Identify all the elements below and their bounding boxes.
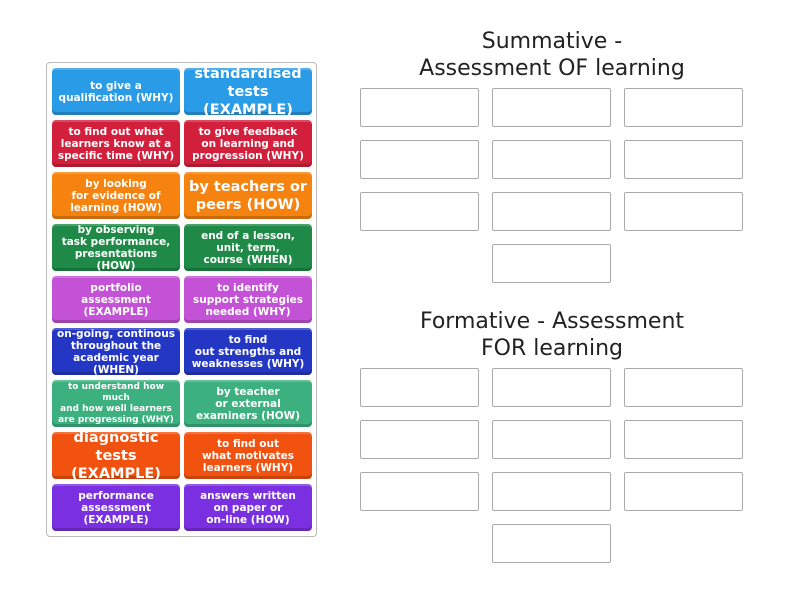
draggable-tile[interactable]: on-going, continous throughout the acade… xyxy=(52,328,180,376)
draggable-tile[interactable]: answers written on paper or on-line (HOW… xyxy=(184,484,312,531)
summative-drop-slot[interactable] xyxy=(492,140,611,179)
draggable-tile[interactable]: end of a lesson, unit, term, course (WHE… xyxy=(184,224,312,271)
draggable-tile[interactable]: by teachers or peers (HOW) xyxy=(184,172,312,219)
draggable-tile[interactable]: diagnostic tests (EXAMPLE) xyxy=(52,430,180,482)
draggable-tile[interactable]: performance assessment (EXAMPLE) xyxy=(52,484,180,531)
draggable-tile[interactable]: to identify support strategies needed (W… xyxy=(184,276,312,323)
group-title-formative: Formative - Assessment FOR learning xyxy=(419,309,685,361)
formative-drop-slot[interactable] xyxy=(624,368,743,407)
draggable-tile[interactable]: portfolio assessment (EXAMPLE) xyxy=(52,276,180,323)
summative-drop-slot[interactable] xyxy=(624,88,743,127)
formative-drop-slot[interactable] xyxy=(360,472,479,511)
draggable-tile[interactable]: to find out what motivates learners (WHY… xyxy=(184,432,312,479)
group-title-summative: Summative - Assessment OF learning xyxy=(419,29,685,81)
summative-drop-slot[interactable] xyxy=(624,140,743,179)
summative-drop-slot[interactable] xyxy=(492,192,611,231)
draggable-tile[interactable]: by observing task performance, presentat… xyxy=(52,224,180,272)
draggable-tile[interactable]: to find out what learners know at a spec… xyxy=(52,120,180,167)
formative-drop-slot[interactable] xyxy=(360,420,479,459)
draggable-tile[interactable]: to find out strengths and weaknesses (WH… xyxy=(184,328,312,375)
formative-drop-slot[interactable] xyxy=(492,368,611,407)
formative-drop-slot[interactable] xyxy=(624,420,743,459)
formative-drop-slot[interactable] xyxy=(492,524,611,563)
draggable-tile[interactable]: to understand how much and how well lear… xyxy=(52,380,180,427)
formative-drop-slot[interactable] xyxy=(624,472,743,511)
draggable-tile[interactable]: by teacher or external examiners (HOW) xyxy=(184,380,312,427)
formative-drop-slot[interactable] xyxy=(492,420,611,459)
tile-bank: to give a qualification (WHY)standardise… xyxy=(46,62,317,537)
draggable-tile[interactable]: by looking for evidence of learning (HOW… xyxy=(52,172,180,219)
summative-drop-slot[interactable] xyxy=(360,192,479,231)
draggable-tile[interactable]: standardised tests (EXAMPLE) xyxy=(184,66,312,118)
formative-drop-slot[interactable] xyxy=(492,472,611,511)
formative-drop-slot[interactable] xyxy=(360,368,479,407)
summative-drop-slot[interactable] xyxy=(492,244,611,283)
draggable-tile[interactable]: to give a qualification (WHY) xyxy=(52,68,180,115)
draggable-tile[interactable]: to give feedback on learning and progres… xyxy=(184,120,312,167)
summative-drop-slot[interactable] xyxy=(624,192,743,231)
summative-drop-slot[interactable] xyxy=(360,140,479,179)
summative-drop-slot[interactable] xyxy=(492,88,611,127)
summative-drop-slot[interactable] xyxy=(360,88,479,127)
